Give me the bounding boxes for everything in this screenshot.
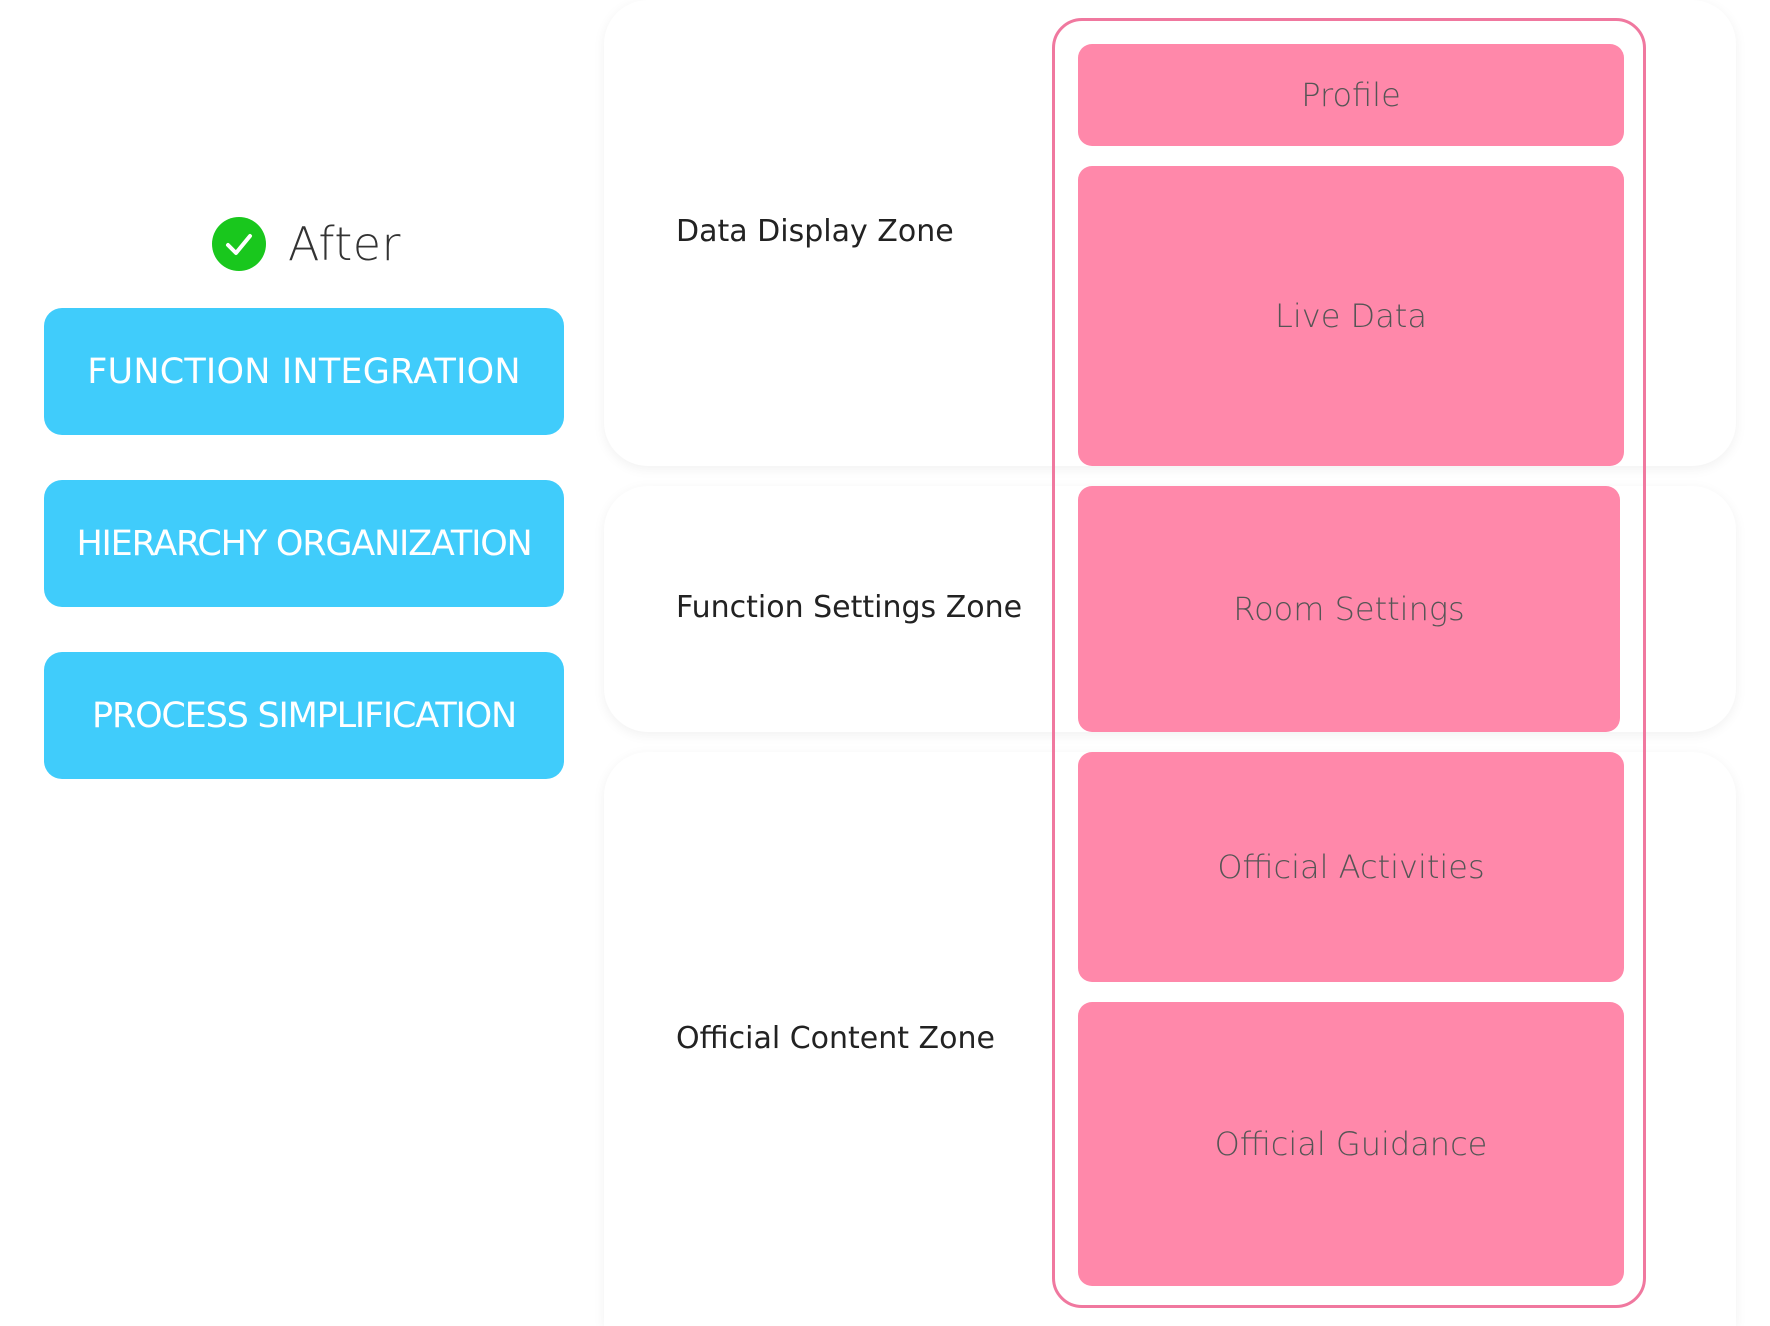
module-profile: Profile [1078,44,1624,146]
principle-label: PROCESS SIMPLIFICATION [92,695,517,736]
check-circle-icon [212,217,266,271]
module-official-activities: Official Activities [1078,752,1624,982]
principle-function-integration: FUNCTION INTEGRATION [44,308,564,435]
module-label: Profile [1301,76,1401,114]
phone-outline [1052,18,1646,1308]
principle-label: HIERARCHY ORGANIZATION [76,523,532,564]
module-label: Official Activities [1217,848,1485,886]
after-header: After [212,214,401,274]
principle-hierarchy-organization: HIERARCHY ORGANIZATION [44,480,564,607]
zone-label-data-display: Data Display Zone [676,214,954,249]
module-live-data: Live Data [1078,166,1624,466]
principle-process-simplification: PROCESS SIMPLIFICATION [44,652,564,779]
principle-label: FUNCTION INTEGRATION [87,351,521,392]
module-room-settings: Room Settings [1078,486,1620,732]
after-label: After [288,217,401,271]
module-official-guidance: Official Guidance [1078,1002,1624,1286]
zone-label-official-content: Official Content Zone [676,1021,995,1056]
module-label: Official Guidance [1214,1125,1488,1163]
module-label: Live Data [1275,297,1427,335]
zone-label-function-settings: Function Settings Zone [676,590,1023,625]
module-label: Room Settings [1233,590,1465,628]
